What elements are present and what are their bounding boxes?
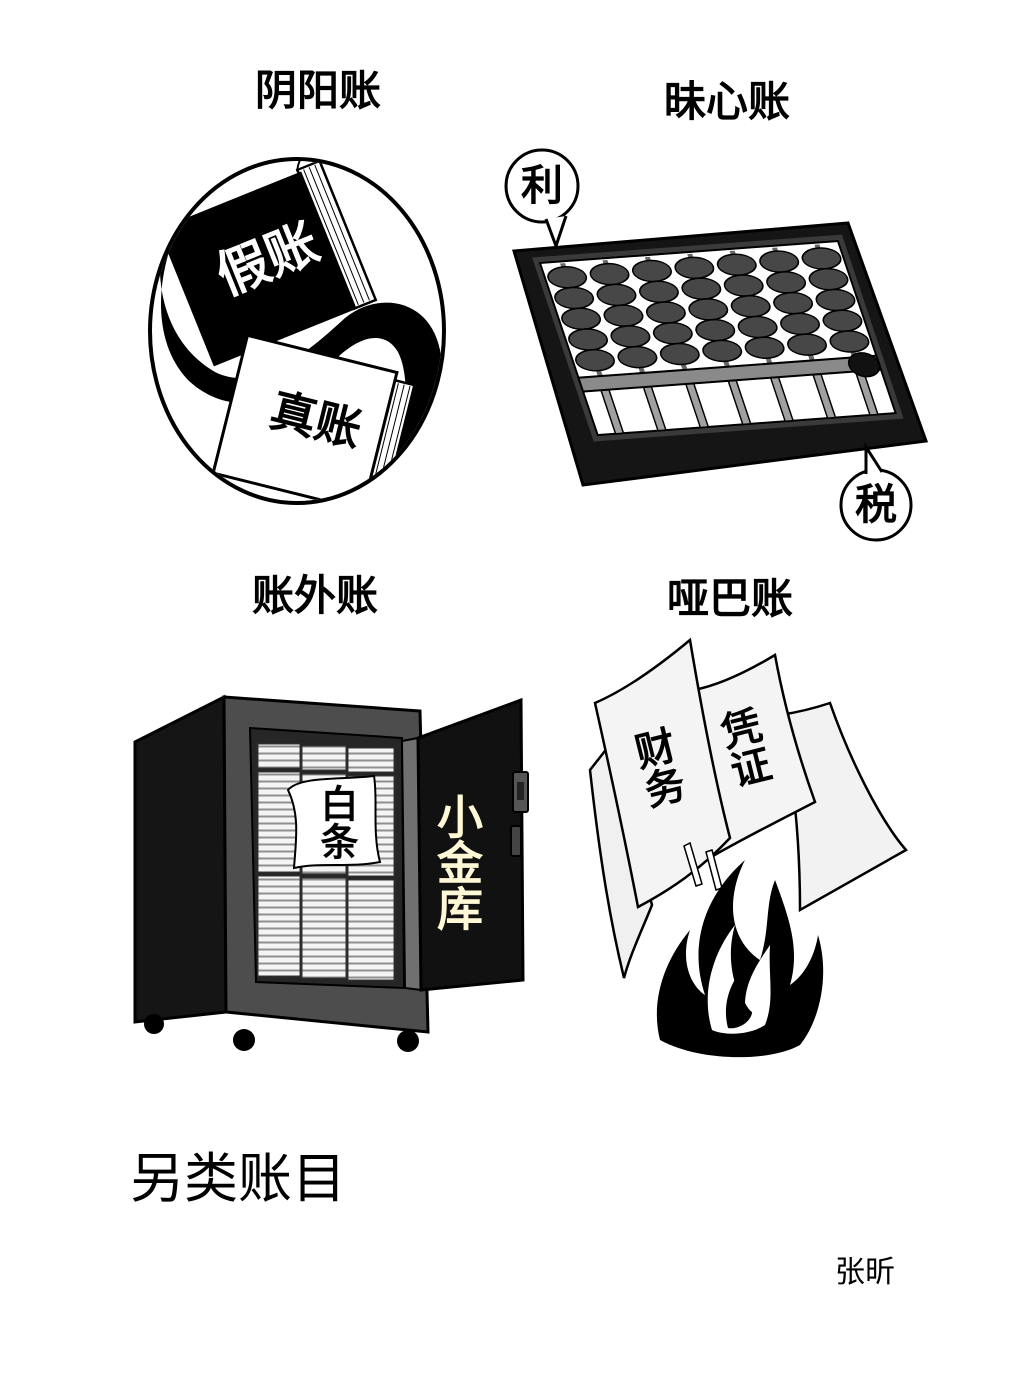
flame-core bbox=[725, 972, 752, 1029]
flame bbox=[656, 860, 824, 1058]
page-curl bbox=[296, 161, 324, 172]
profit-bubble bbox=[504, 148, 580, 224]
paper-stack bbox=[257, 875, 301, 977]
abacus-single-bead bbox=[847, 352, 881, 378]
page-line bbox=[308, 166, 365, 303]
yinyang-ledger-illustration bbox=[148, 157, 446, 505]
abacus-bead bbox=[744, 336, 785, 359]
conscience-title: 昧心账 bbox=[663, 77, 790, 126]
author-signature: 张昕 bbox=[835, 1255, 895, 1290]
tax-bubble-label: 税 bbox=[854, 480, 898, 529]
paper-stack bbox=[257, 743, 301, 769]
paper-fragment bbox=[683, 841, 703, 887]
paper-stack bbox=[301, 745, 347, 771]
abacus-bead bbox=[575, 349, 615, 372]
abacus-bead bbox=[702, 339, 743, 363]
safe-door bbox=[416, 697, 525, 992]
safe-lock bbox=[510, 825, 522, 857]
burning-papers-illustration bbox=[588, 637, 908, 1058]
abacus-beads bbox=[547, 247, 870, 372]
tax-bubble-tail bbox=[864, 441, 884, 474]
iou-note bbox=[286, 774, 382, 870]
offbook-title: 账外账 bbox=[251, 571, 378, 620]
abacus-bead bbox=[829, 330, 870, 353]
oval-frame bbox=[148, 157, 446, 505]
paper-stack bbox=[347, 747, 395, 773]
abacus-bead bbox=[617, 345, 658, 369]
safe-side-face bbox=[133, 694, 228, 1024]
fake-ledger-book bbox=[158, 161, 378, 367]
safe-door-label: 小金库 bbox=[430, 793, 484, 931]
safe-illustration bbox=[133, 694, 529, 1052]
safe-wheel bbox=[397, 1030, 419, 1052]
fake-book-cover bbox=[158, 171, 357, 367]
finance-paper-sheet bbox=[593, 637, 732, 909]
profit-bubble-tail bbox=[544, 215, 568, 251]
paper-stack bbox=[347, 879, 395, 981]
abacus-illustration bbox=[504, 148, 929, 542]
yinyang-title: 阴阳账 bbox=[254, 66, 381, 115]
iou-note-label: 白条 bbox=[314, 784, 358, 860]
profit-bubble-label: 利 bbox=[520, 161, 564, 210]
real-book-cover bbox=[211, 333, 399, 501]
safe-wheel bbox=[144, 1014, 164, 1034]
safe-handle-inset bbox=[517, 782, 524, 800]
oval-contents bbox=[158, 161, 442, 501]
abacus-bead bbox=[659, 342, 700, 366]
right-paper-sheet bbox=[778, 701, 908, 913]
safe-wheel bbox=[233, 1029, 255, 1051]
abacus-interior bbox=[532, 234, 904, 442]
page-line bbox=[303, 169, 359, 305]
mute-title: 哑巴账 bbox=[666, 574, 793, 623]
paper-stack bbox=[301, 877, 347, 979]
flame-highlight bbox=[707, 925, 771, 1034]
page-line bbox=[314, 164, 370, 301]
abacus-bead bbox=[787, 333, 827, 356]
paper-fragment bbox=[705, 849, 723, 891]
cartoon-caption: 另类账目 bbox=[130, 1147, 346, 1210]
